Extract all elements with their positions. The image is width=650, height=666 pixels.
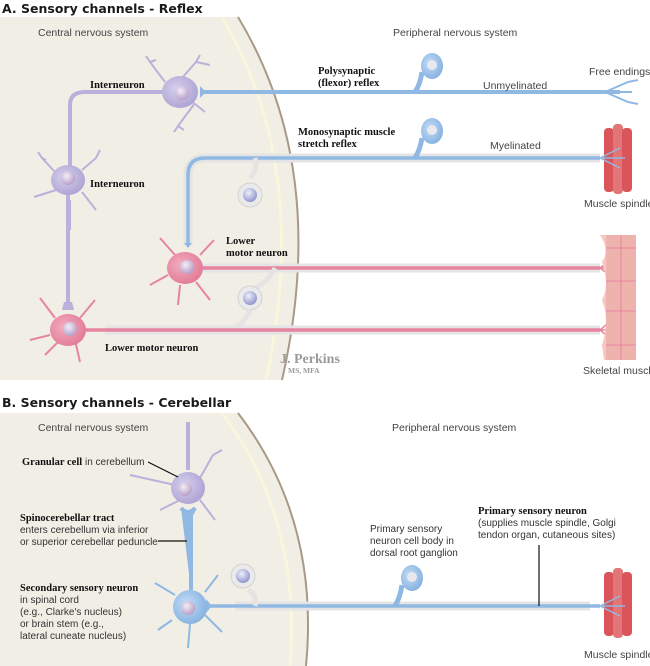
label-spino-bold: Spinocerebellar tract	[20, 513, 115, 524]
label-secondary-4: or brain stem (e.g.,	[20, 619, 104, 630]
label-monosynaptic-2: stretch reflex	[298, 139, 358, 150]
label-polysynaptic-2: (flexor) reflex	[318, 78, 380, 89]
muscle-spindle-b	[599, 568, 632, 638]
granular-cell	[129, 422, 223, 521]
label-secondary-2: in spinal cord	[20, 595, 79, 606]
cns-edge-a	[237, 16, 300, 381]
myelinated-fiber	[183, 118, 600, 248]
label-lower-motor-2: motor neuron	[226, 248, 288, 259]
cns-region-b	[0, 413, 309, 666]
panel-a-title: A. Sensory channels - Reflex	[2, 1, 203, 16]
pns-label-a: Peripheral nervous system	[393, 27, 518, 39]
unmyelinated-fiber	[200, 53, 639, 105]
label-primary-body-2: neuron cell body in	[370, 536, 454, 547]
label-free-endings: Free endings	[589, 66, 650, 78]
label-muscle-spindle-b: Muscle spindle	[584, 649, 650, 661]
label-spino-3: or superior cerebellar peduncle	[20, 537, 158, 548]
label-primary-bold: Primary sensory neuron	[478, 506, 587, 517]
label-unmyelinated: Unmyelinated	[483, 80, 547, 92]
signature-name: J. Perkins	[280, 352, 340, 367]
label-muscle-spindle-a: Muscle spindle	[584, 198, 650, 210]
label-spino-2: enters cerebellum via inferior	[20, 525, 149, 536]
label-secondary-5: lateral cuneate nucleus)	[20, 631, 126, 642]
label-lower-motor-1: Lower	[226, 236, 255, 247]
label-primary-body-3: dorsal root ganglion	[370, 548, 458, 559]
cns-label-a: Central nervous system	[38, 27, 149, 39]
muscle-spindle-a	[599, 124, 632, 194]
label-skeletal-muscle: Skeletal muscle	[583, 365, 650, 377]
primary-sensory-fiber	[206, 563, 600, 613]
label-polysynaptic-1: Polysynaptic	[318, 66, 376, 77]
label-primary-2: (supplies muscle spindle, Golgi	[478, 518, 616, 529]
label-lower-motor-bottom: Lower motor neuron	[105, 343, 198, 354]
skeletal-muscle	[600, 235, 636, 360]
cns-edge-b	[237, 412, 309, 666]
label-granular: Granular cell in cerebellum	[22, 457, 144, 468]
label-primary-body-1: Primary sensory	[370, 524, 442, 535]
pns-label-b: Peripheral nervous system	[392, 422, 517, 434]
leader-granular	[147, 461, 179, 478]
label-secondary-bold: Secondary sensory neuron	[20, 583, 138, 594]
label-primary-3: tendon organ, cutaneous sites)	[478, 530, 615, 541]
secondary-sensory-neuron	[154, 574, 223, 649]
panel-b-title: B. Sensory channels - Cerebellar	[2, 395, 232, 410]
cns-edge-highlight-a	[220, 16, 284, 381]
lower-motor-neuron-upper	[149, 237, 614, 306]
signature-credentials: MS, MFA	[288, 366, 320, 375]
label-secondary-3: (e.g., Clarke's nucleus)	[20, 607, 122, 618]
interneuron-left	[33, 149, 101, 310]
cns-label-b: Central nervous system	[38, 422, 149, 434]
lower-motor-neuron-bottom	[29, 297, 614, 363]
label-interneuron-top: Interneuron	[90, 80, 145, 91]
label-interneuron-left: Interneuron	[90, 179, 145, 190]
cns-edge-highlight-b	[220, 412, 294, 666]
cns-region-a	[0, 17, 299, 380]
label-monosynaptic-1: Monosynaptic muscle	[298, 127, 395, 138]
spinocerebellar-tract	[179, 506, 197, 590]
label-myelinated: Myelinated	[490, 140, 541, 152]
